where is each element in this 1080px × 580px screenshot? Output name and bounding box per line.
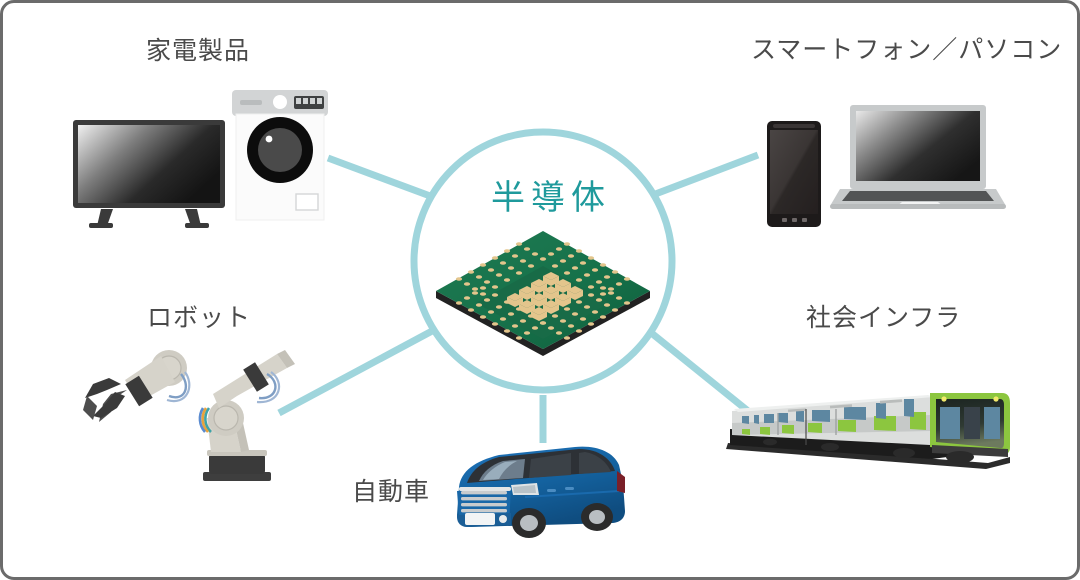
node-label-smartphone-pc: スマートフォン／パソコン xyxy=(751,36,1063,64)
minivan-car-icon xyxy=(457,446,625,541)
node-label-social-infrastructure: 社会インフラ xyxy=(806,304,962,332)
node-label-robot: ロボット xyxy=(147,304,252,332)
node-label-automobile: 自動車 xyxy=(352,478,431,506)
commuter-train-icon xyxy=(726,393,1010,469)
connector-to-infrastructure xyxy=(636,320,751,414)
semiconductor-chip-icon xyxy=(436,231,650,356)
connector-to-smartphone xyxy=(635,151,760,205)
diagram-stage: 家電製品 スマートフォン／パソコン ロボット 社会インフラ 自動車 半導体 xyxy=(3,3,1077,577)
laptop-icon xyxy=(830,105,1006,209)
robot-arm-icon xyxy=(83,350,295,481)
washing-machine-icon xyxy=(232,90,328,221)
connector-to-robot xyxy=(277,319,449,417)
node-label-appliances: 家電製品 xyxy=(146,37,251,65)
television-icon xyxy=(73,120,225,228)
smartphone-icon xyxy=(767,121,821,227)
center-label-semiconductor: 半導体 xyxy=(491,179,611,217)
